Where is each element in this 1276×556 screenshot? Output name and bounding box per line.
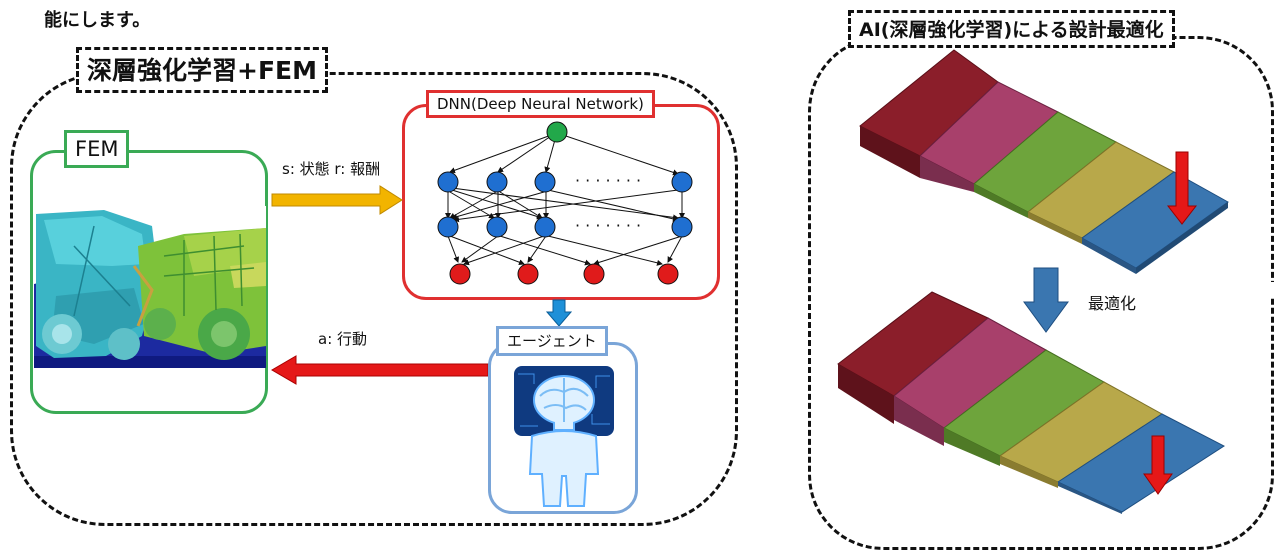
fem-label: FEM — [64, 130, 130, 168]
right-frame-gap — [1262, 282, 1276, 298]
state-reward-arrow — [271, 185, 403, 215]
hidden-node — [534, 216, 556, 238]
neural-network-diagram: · · · · · · · · · · · · · · — [437, 121, 693, 285]
hidden-node — [437, 171, 459, 193]
hidden-node — [671, 216, 693, 238]
output-node — [657, 263, 679, 285]
output-node — [449, 263, 471, 285]
action-arrow — [271, 355, 489, 385]
optimized-design-plate — [837, 291, 1225, 514]
crash-simulation-image — [34, 206, 266, 368]
state-reward-label: s: 状態 r: 報酬 — [282, 160, 381, 178]
fem-frame — [30, 150, 268, 414]
hidden-node — [671, 171, 693, 193]
hidden-node — [437, 216, 459, 238]
output-node — [583, 263, 605, 285]
agent-figure-icon — [514, 366, 614, 507]
initial-design-plate — [859, 49, 1229, 274]
optimize-arrow — [1023, 267, 1069, 333]
right-panel-title: AI(深層強化学習)による設計最適化 — [848, 10, 1175, 48]
action-label: a: 行動 — [318, 330, 368, 348]
hidden-node — [486, 171, 508, 193]
top-caption: 能にします。 — [44, 10, 151, 31]
input-node — [546, 121, 568, 143]
hidden-ellipsis: · · · · · · · — [575, 216, 641, 235]
dnn-label: DNN(Deep Neural Network) — [426, 90, 655, 118]
left-panel-title: 深層強化学習+FEM — [76, 47, 328, 93]
output-node — [517, 263, 539, 285]
hidden-node — [534, 171, 556, 193]
dnn-to-agent-arrow — [546, 299, 572, 327]
hidden-node — [486, 216, 508, 238]
agent-label: エージェント — [496, 326, 608, 356]
left-panel-frame — [10, 72, 738, 526]
hidden-ellipsis: · · · · · · · — [575, 171, 641, 190]
optimize-label: 最適化 — [1088, 294, 1137, 313]
